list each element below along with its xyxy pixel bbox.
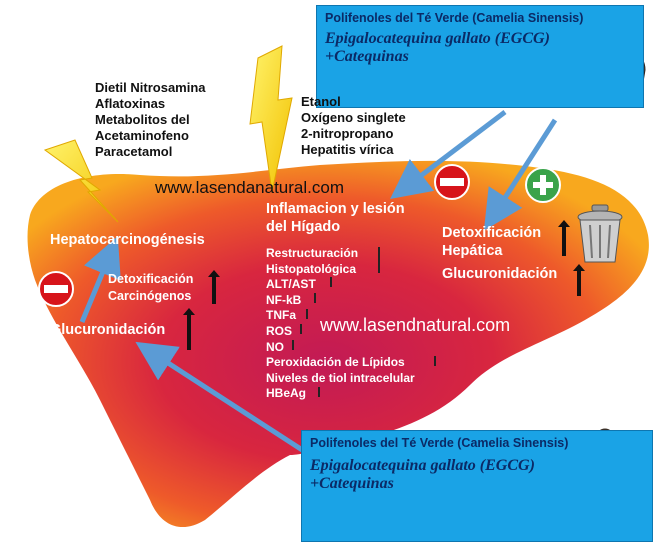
- arrow-panel-to-inflammation: [390, 110, 507, 200]
- detox-carcinogens-label: Detoxificación Carcinógenos: [108, 271, 193, 305]
- inflammation-item: Restructuración: [266, 246, 359, 260]
- arrow-bottom-panel-to-gluc: [135, 341, 312, 458]
- arrow-panel-to-detox: [483, 118, 558, 231]
- decrease-marker: [292, 340, 294, 350]
- inflammation-item: Histopatológica: [266, 261, 357, 276]
- toxin-item: Hepatitis vírica: [301, 142, 394, 157]
- inflammation-item: Peroxidación de Lípidos: [266, 355, 405, 370]
- glucuronidation-left-label: Glucuronidación: [50, 322, 166, 338]
- arrow-to-hepatocarcinogenesis: [79, 236, 121, 323]
- green-tea-panel-bottom: Polifenoles del Té Verde (Camelia Sinens…: [301, 430, 653, 542]
- panel-header: Polifenoles del Té Verde (Camelia Sinens…: [310, 436, 569, 450]
- panel-catequinas: +Catequinas: [325, 48, 409, 65]
- trash-can-icon: [577, 204, 623, 263]
- watermark-top: www.lasendanatural.com: [155, 178, 344, 197]
- detox-line: Detoxificación: [108, 272, 194, 286]
- inflammation-title-line: Inflamacion y lesión: [266, 201, 405, 217]
- decrease-marker: [378, 247, 380, 273]
- inflammation-item: NO: [266, 339, 284, 354]
- decrease-marker: [300, 324, 302, 334]
- panel-egcg: Epigalocatequina gallato (EGCG): [325, 30, 550, 47]
- inflammation-item: NF-kB: [266, 292, 302, 307]
- inflammation-item: ROS: [266, 323, 293, 338]
- decrease-marker: [306, 309, 308, 319]
- inflammation-item: ALT/AST: [266, 277, 316, 292]
- up-arrow-detox-right-icon: [558, 220, 570, 256]
- panel-catequinas: +Catequinas: [310, 475, 394, 492]
- lightning-bolt-left-icon: [43, 139, 119, 223]
- toxins-right-list: Etanol Oxígeno singlete 2-nitropropano H…: [301, 94, 406, 158]
- toxin-item: Aflatoxinas: [95, 96, 166, 111]
- inhibit-right-icon: [434, 164, 470, 200]
- watermark-middle: www.lasendnatural.com: [320, 315, 511, 335]
- inhibit-left-icon: [38, 271, 74, 307]
- hepatic-detox-line: Hepática: [442, 243, 503, 259]
- green-tea-panel-top: Polifenoles del Té Verde (Camelia Sinens…: [316, 5, 644, 108]
- toxin-item: 2-nitropropano: [301, 126, 394, 141]
- decrease-marker: [318, 387, 320, 397]
- detox-line: Carcinógenos: [108, 289, 192, 303]
- up-arrow-gluc-left-icon: [183, 308, 195, 350]
- toxin-item: Acetaminofeno: [95, 128, 189, 143]
- toxin-item: Paracetamol: [95, 144, 173, 159]
- toxin-item: Dietil Nitrosamina: [95, 80, 206, 95]
- inflammation-title-line: del Hígado: [266, 219, 341, 235]
- decrease-marker: [330, 277, 332, 287]
- toxin-item: Etanol: [301, 94, 341, 109]
- decrease-marker: [314, 293, 316, 303]
- panel-egcg: Epigalocatequina gallato (EGCG): [310, 457, 535, 474]
- toxin-item: Metabolitos del: [95, 112, 190, 127]
- toxin-item: Oxígeno singlete: [301, 110, 406, 125]
- inflammation-item: HBeAg: [266, 386, 307, 401]
- inflammation-item: TNFa: [266, 308, 296, 323]
- glucuronidation-right-label: Glucuronidación: [442, 266, 558, 282]
- hepatic-detox-label: Detoxificación Hepática: [442, 224, 541, 260]
- up-arrow-detox-left-icon: [208, 270, 220, 304]
- toxins-left-list: Dietil Nitrosamina Aflatoxinas Metabolit…: [95, 80, 206, 160]
- inflammation-title: Inflamacion y lesión del Hígado: [266, 200, 405, 236]
- panel-header: Polifenoles del Té Verde (Camelia Sinens…: [325, 11, 584, 25]
- inflammation-items: Restructuración Histopatológica ALT/AST …: [266, 246, 415, 402]
- decrease-marker: [434, 356, 436, 366]
- activate-plus-icon: [525, 167, 561, 203]
- up-arrow-gluc-right-icon: [573, 264, 585, 296]
- inflammation-item: Niveles de tiol intracelular: [266, 370, 415, 385]
- hepatocarcinogenesis-label: Hepatocarcinogénesis: [50, 232, 205, 248]
- hepatic-detox-line: Detoxificación: [442, 225, 542, 241]
- lightning-bolt-right-icon: [249, 45, 293, 193]
- liver-shape: [27, 160, 649, 528]
